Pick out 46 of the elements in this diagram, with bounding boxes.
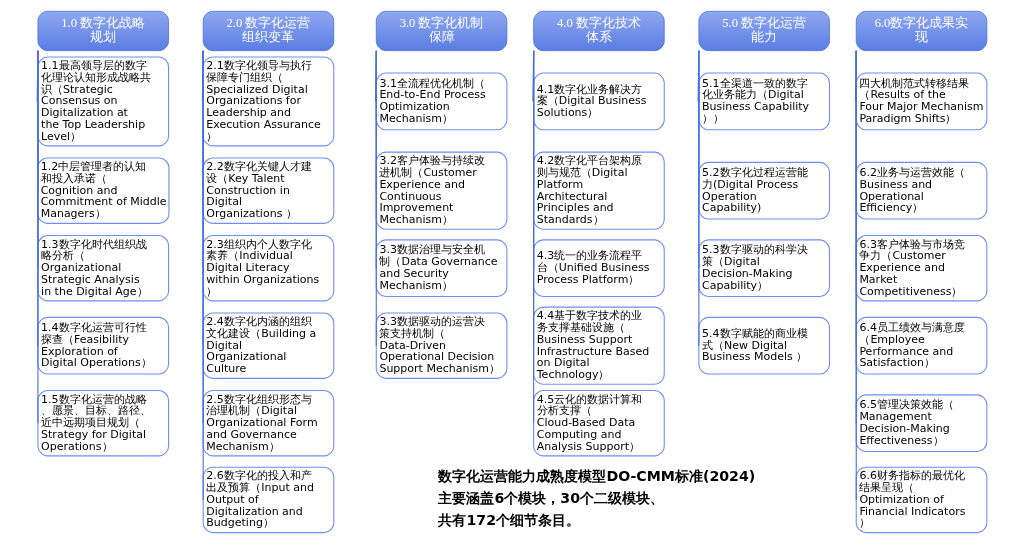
node-box: 1.0 数字化战略规划 [37, 10, 169, 52]
node-box: 2.4数字化内涵的组织文化建设（Building a Digital Organizational Culture [202, 312, 335, 379]
node-box: 6.6财务指标的最优化结果呈现（Optimization of Financial Indicators） [855, 466, 988, 534]
node-box: 1.3数字化时代组织战略分析（Organizational Strategic Analysis in the Digital Age） [37, 235, 170, 302]
node-box: 5.3数字驱动的科学决策（Digital Decision-Making Capability） [698, 239, 831, 298]
node-box: 3.2客户体验与持续改进机制（Customer Experience and Continuous Improvement Mechanism） [375, 151, 508, 230]
node-box: 6.5管理决策效能（Management Decision-Making Effectiveness） [855, 394, 988, 453]
connector [37, 50, 39, 424]
node-box: 3.3数据治理与安全机制（Data Governance and Security Mechanism） [375, 239, 508, 298]
label: 数字化运营能力成熟度模型DO-CMM标准(2024) [438, 467, 756, 484]
node-box: 2.5数字化组织形态与治理机制（Digital Organizational Form and Governance Mechanism） [202, 390, 335, 457]
node-box: 2.6数字化的投入和产出及预算（Input and Output of Digitalization and Budgeting） [202, 466, 335, 534]
node-box: 4.3统一的业务流程平台（Unified Business Process Platform） [533, 239, 665, 298]
connector [375, 50, 377, 347]
node-box: 1.5数字化运营的战略、愿景、目标、路径、近中远期项目规划（Strategy for Digital Operations） [37, 390, 170, 457]
node-box: 6.4员工绩效与满意度（Employee Performance and Satisfaction） [855, 316, 988, 375]
node-box: 4.4基于数字技术的业务支撑基础设施（Business Support Infrastructure Based on Digital Technology） [533, 306, 665, 385]
node-box: 2.2数字化关键人才建设（Key Talent Construction in Digital Organizations ） [202, 157, 335, 224]
node-box: 4.5云化的数据计算和分析支撑（Cloud-Based Data Computing and Analysis Support） [533, 390, 665, 457]
node-box: 5.0 数字化运营能力 [698, 10, 830, 52]
node-box: 3.1全流程优化机制（End-to-End Process Optimization Mechanism） [375, 72, 508, 131]
node-box: 3.0 数字化机制保障 [375, 10, 508, 52]
label: 共有172个细节条目。 [438, 511, 580, 528]
node-box: 2.3组织内个人数字化素养（Individual Digital Literacy within Organizations） [202, 235, 335, 302]
node-box: 6.3客户体验与市场竞争力（Customer Experience and Market Competitiveness） [855, 235, 988, 302]
node-box: 1.2中层管理者的认知和投入承诺（Cognition and Commitment of Middle Managers） [37, 157, 170, 224]
node-box: 四大机制范式转移结果（Results of the Four Major Mechanism Paradigm Shifts） [855, 72, 988, 131]
connector [698, 50, 700, 347]
connector [202, 50, 204, 501]
node-box: 2.0 数字化运营组织变革 [202, 10, 335, 52]
node-box: 2.1数字化领导与执行保障专门组织（Specialized Digital Organizations for Leadership and Execution Assurance） [202, 56, 335, 147]
node-box: 6.2业务与运营效能（Business and Operational Efficiency） [855, 161, 988, 220]
node-box: 5.4数字赋能的商业模式（New Digital Business Models ） [698, 316, 831, 375]
label: 主要涵盖6个模块，30个二级模块、 [438, 489, 664, 506]
node-box: 5.1全渠道一致的数字化业务能力（Digital Business Capability）） [698, 72, 831, 131]
node-box: 1.4数字化运营可行性探查（Feasibility Exploration of Digital Operations） [37, 316, 170, 375]
node-box: 4.1数字化业务解决方案（Digital Business Solutions） [533, 72, 665, 131]
connector [533, 50, 535, 424]
node-box: 6.0数字化成果实现 [855, 10, 988, 52]
connector [855, 50, 857, 501]
node-box: 4.0 数字化技术体系 [533, 10, 665, 52]
node-box: 4.2数字化平台架构原则与规范（Digital Platform Architectural Principles and Standards） [533, 151, 665, 230]
node-box: 3.3数据驱动的运营决策支持机制（Data-Driven Operational Decision Support Mechanism） [375, 312, 508, 379]
connector [201, 50, 204, 102]
node-box: 1.1最高领导层的数字化理论认知形成战略共识（Strategic Consensus on Digitalization at the Top Leadership Level） [37, 56, 170, 147]
node-box: 5.2数字化过程运营能力(Digital Process Operation Capability) [698, 161, 831, 220]
